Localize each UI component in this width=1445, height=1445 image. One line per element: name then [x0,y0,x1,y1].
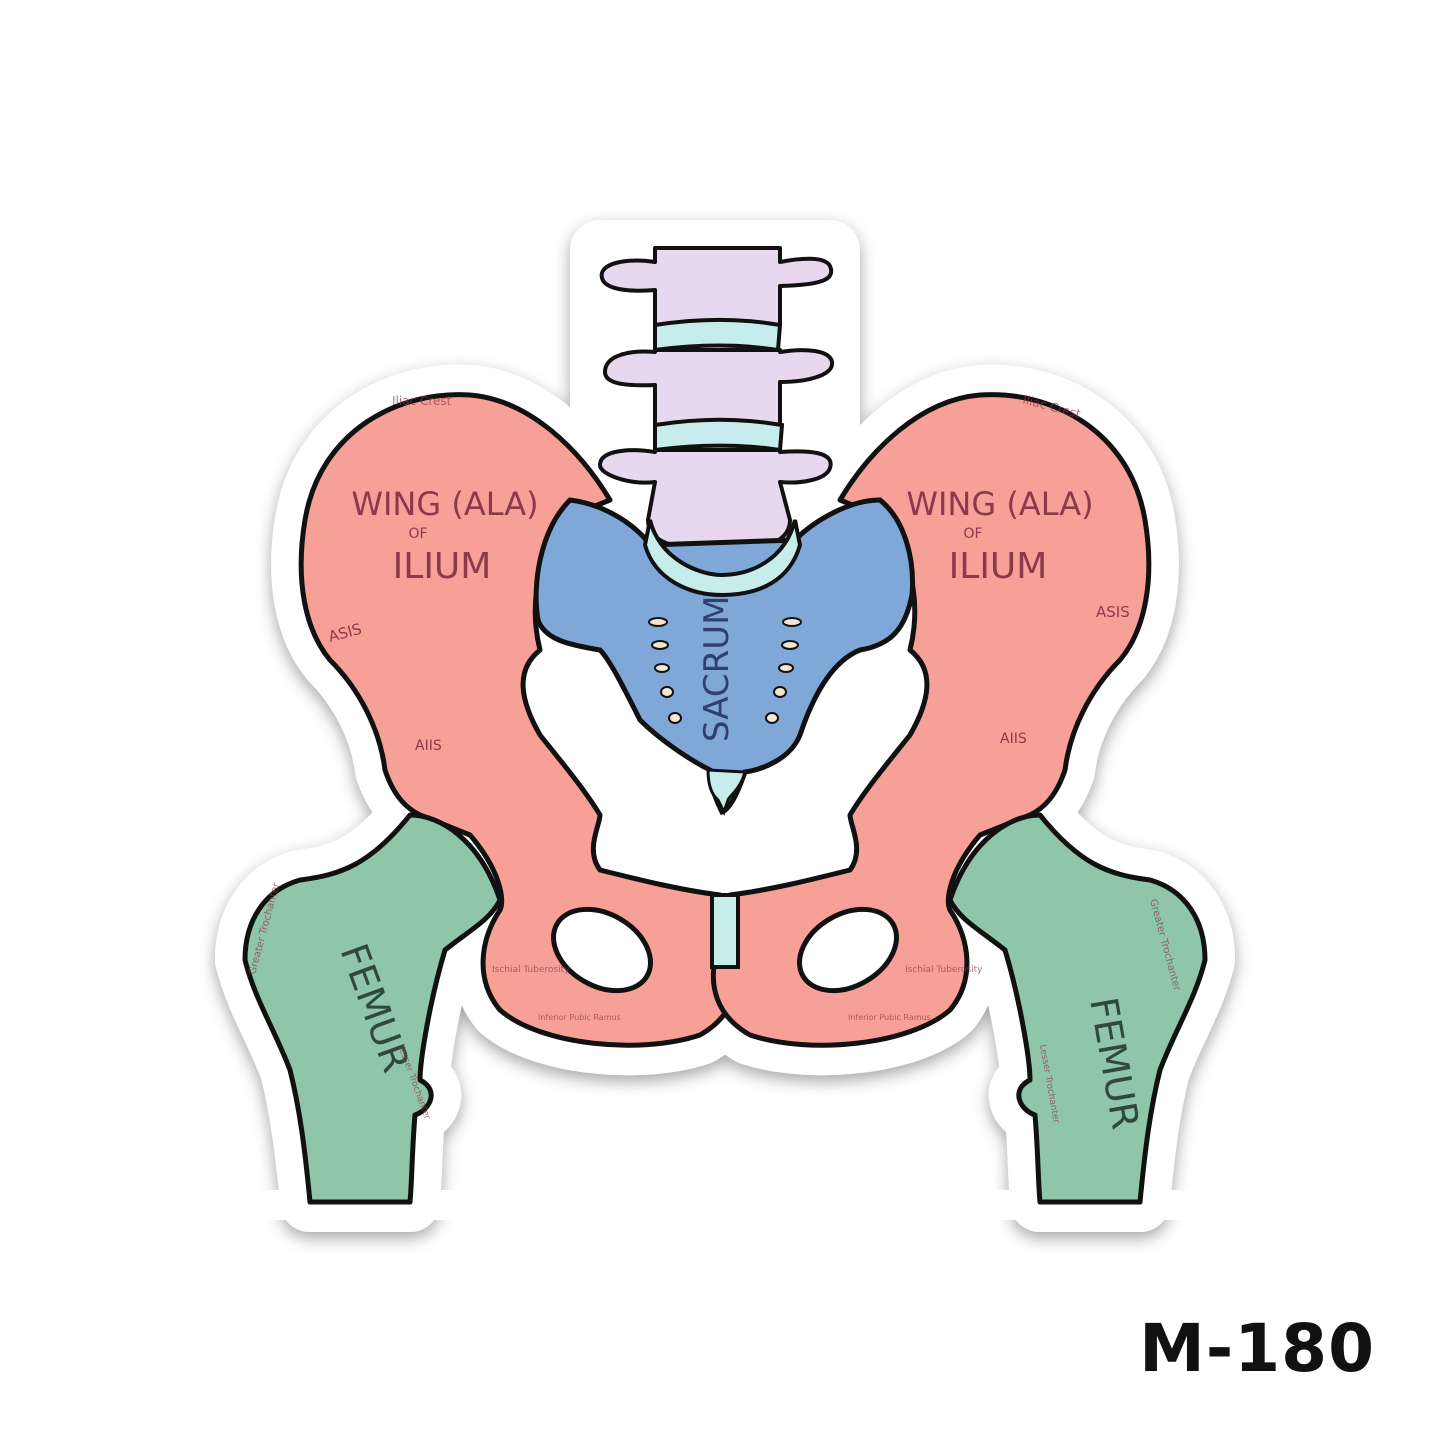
product-code: M-180 [1139,1310,1375,1387]
asis-label-right: ASIS [1096,603,1130,621]
obturator-foramen [551,906,899,994]
inferior-pubic-ramus-label-right: Inferior Pubic Ramus [848,1013,931,1022]
svg-text:ILIUM: ILIUM [949,546,1048,587]
svg-text:OF: OF [408,526,427,542]
sacrum [536,500,912,816]
ischial-tuberosity-label-right: Ischial Tuberosity [905,965,983,975]
ischial-tuberosity-label: Ischial Tuberosity [492,965,570,975]
aiis-label: AIIS [415,738,442,754]
sacrum-label: SACRUM [697,596,737,742]
svg-text:ILIUM: ILIUM [393,546,492,587]
svg-text:OF: OF [963,526,982,542]
left-ilium-label: WING (ALA) OF ILIUM [351,485,538,587]
iliac-crest-label: Iliac Crest [392,394,452,408]
intervertebral-discs [653,317,785,453]
svg-text:WING (ALA): WING (ALA) [906,485,1093,523]
svg-text:WING (ALA): WING (ALA) [351,485,538,523]
sacral-foramina [648,617,802,724]
pubic-symphysis [710,893,740,969]
inferior-pubic-ramus-label: Inferior Pubic Ramus [538,1013,621,1022]
right-ilium-label: WING (ALA) OF ILIUM [906,485,1093,587]
aiis-label-right: AIIS [1000,731,1027,747]
